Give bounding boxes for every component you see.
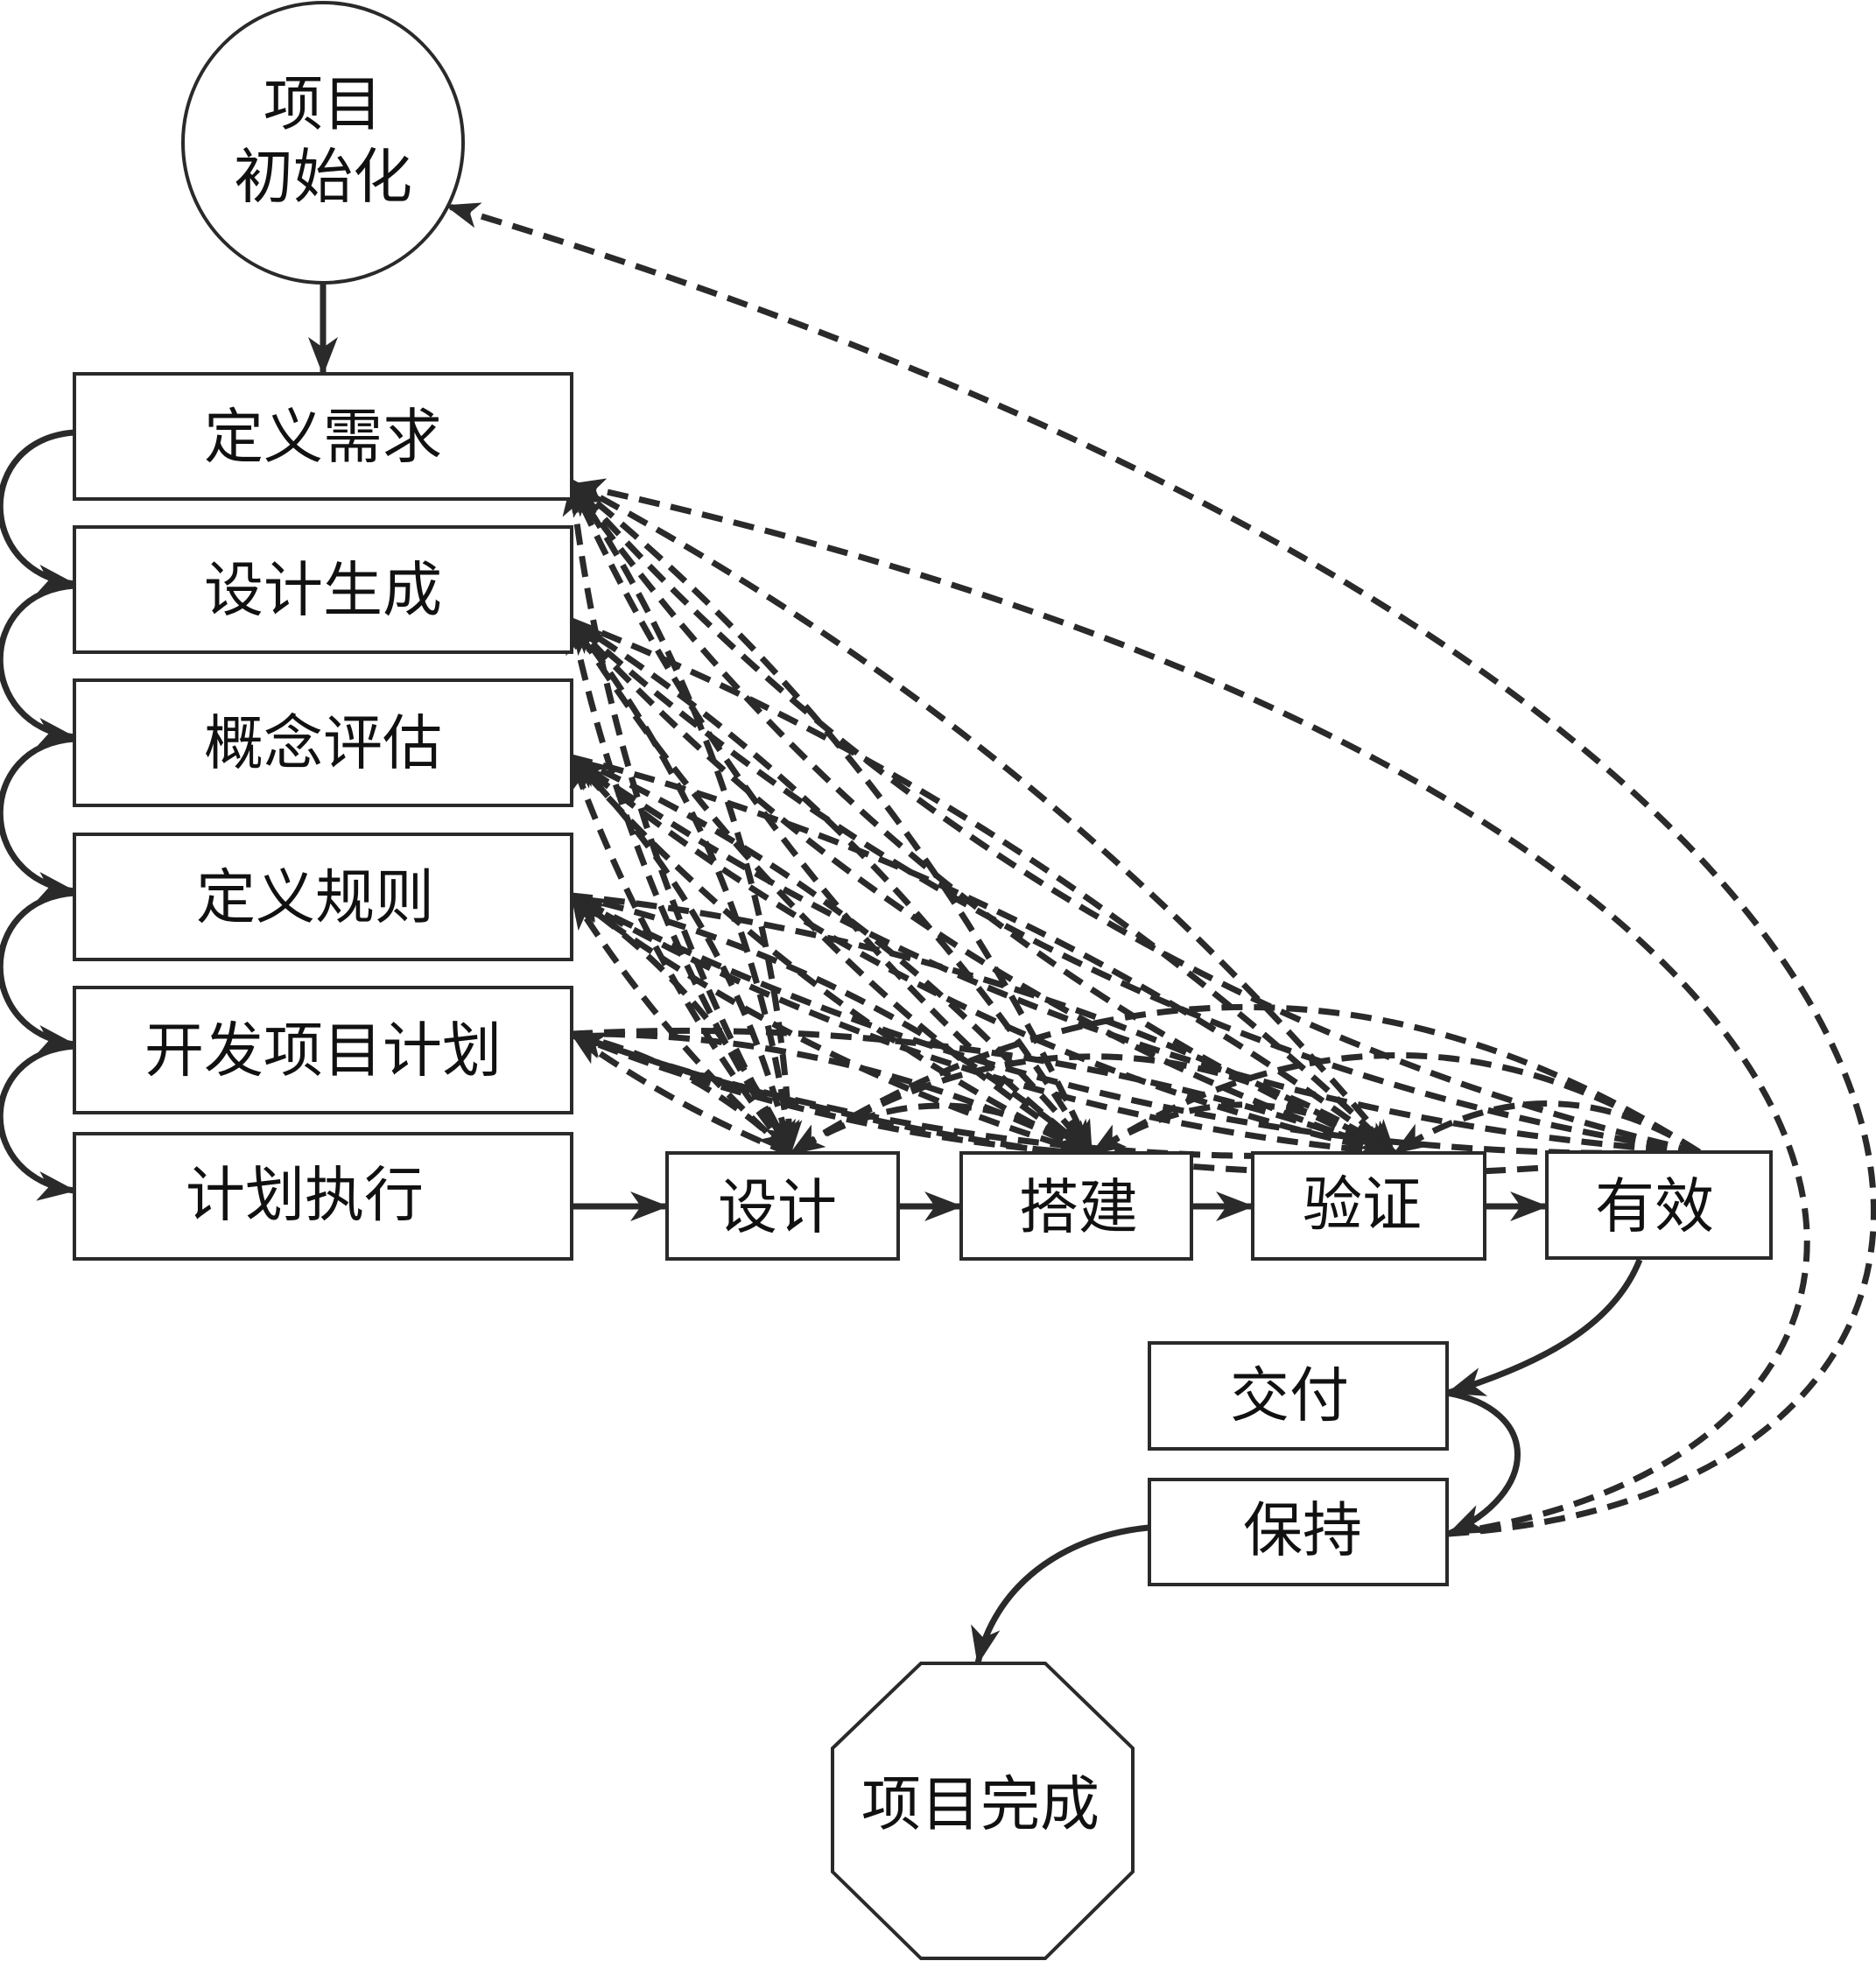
concept-evaluation-label: 概念评估 bbox=[204, 710, 442, 779]
define-rules-label: 定义规则 bbox=[196, 864, 434, 933]
maintain-box bbox=[1148, 1478, 1449, 1586]
feedback-arrow-validate-to-define-rules bbox=[570, 892, 1700, 1156]
feedback-arrow-validate-to-design-generation bbox=[569, 618, 1700, 1156]
start-label-line2: 初始化 bbox=[234, 144, 412, 213]
design-generation-label: 设计生成 bbox=[204, 557, 442, 626]
verify-label: 验证 bbox=[1303, 1171, 1422, 1241]
define-rules-box bbox=[73, 833, 573, 961]
node-maintain[interactable]: 保持 bbox=[1148, 1478, 1449, 1586]
define-requirements-box bbox=[73, 372, 573, 501]
plan-execution-box bbox=[73, 1132, 573, 1261]
node-plan-execution[interactable]: 计划执行 bbox=[73, 1132, 573, 1261]
design-generation-box bbox=[73, 525, 573, 654]
end-octagon bbox=[831, 1662, 1135, 1960]
rework-arrow-validate-to-build bbox=[1090, 1051, 1701, 1156]
feedback-arrow-build-to-concept-evaluation bbox=[569, 755, 1093, 1157]
node-validate[interactable]: 有效 bbox=[1545, 1150, 1773, 1260]
deliver-label: 交付 bbox=[1230, 1362, 1349, 1431]
feedforward-arrow-design-generation-to-build bbox=[570, 618, 1095, 1156]
feedforward-arrow-define-rules-to-build bbox=[571, 892, 1094, 1156]
long-feedback-arrow-maintain-to-define-requirements bbox=[570, 478, 1810, 1537]
feedforward-arrow-design-generation-to-design bbox=[569, 618, 800, 1156]
node-define-requirements[interactable]: 定义需求 bbox=[73, 372, 573, 501]
feedforward-arrow-define-requirements-to-verify bbox=[570, 479, 1397, 1156]
node-build[interactable]: 搭建 bbox=[959, 1151, 1193, 1261]
start-circle bbox=[181, 1, 465, 285]
rework-arrow-validate-to-verify bbox=[1393, 1100, 1701, 1156]
deliver-box bbox=[1148, 1341, 1449, 1451]
arrow-validate-to-deliver bbox=[1446, 1258, 1643, 1396]
arrow-maintain-to-end bbox=[971, 1524, 1149, 1665]
design-label: 设计 bbox=[718, 1174, 837, 1243]
define-requirements-label: 定义需求 bbox=[204, 404, 442, 473]
arrow-concept-evaluation-to-define-rules bbox=[0, 735, 76, 902]
design-box bbox=[665, 1151, 900, 1261]
feedforward-arrow-develop-project-plan-to-verify bbox=[571, 1027, 1396, 1156]
long-feedback-arrow-maintain-to-start bbox=[445, 202, 1876, 1537]
node-develop-project-plan[interactable]: 开发项目计划 bbox=[73, 986, 573, 1114]
node-verify[interactable]: 验证 bbox=[1251, 1151, 1486, 1261]
end-label: 项目完成 bbox=[861, 1771, 1100, 1840]
arrow-define-requirements-to-design-generation bbox=[0, 429, 76, 594]
develop-project-plan-label: 开发项目计划 bbox=[144, 1017, 502, 1086]
feedforward-arrow-concept-evaluation-to-design bbox=[569, 755, 796, 1156]
node-design[interactable]: 设计 bbox=[665, 1151, 900, 1261]
feedback-arrow-validate-to-develop-project-plan bbox=[570, 1030, 1700, 1177]
arrow-develop-project-plan-to-plan-execution bbox=[0, 1043, 76, 1201]
arrow-define-rules-to-develop-project-plan bbox=[0, 889, 76, 1055]
validate-label: 有效 bbox=[1595, 1173, 1714, 1242]
develop-project-plan-box bbox=[73, 986, 573, 1114]
feedforward-arrow-concept-evaluation-to-build bbox=[570, 754, 1094, 1156]
concept-evaluation-box bbox=[73, 678, 573, 807]
plan-execution-label: 计划执行 bbox=[186, 1162, 424, 1231]
build-box bbox=[959, 1151, 1193, 1261]
feedforward-arrow-define-rules-to-design bbox=[570, 893, 794, 1156]
feedback-arrow-design-to-design-generation bbox=[566, 619, 793, 1156]
feedback-arrow-verify-to-design-generation bbox=[569, 618, 1396, 1156]
node-deliver[interactable]: 交付 bbox=[1148, 1341, 1449, 1451]
feedforward-arrow-design-generation-to-verify bbox=[570, 617, 1397, 1156]
feedback-arrow-verify-to-define-rules bbox=[570, 892, 1395, 1156]
verify-box bbox=[1251, 1151, 1486, 1261]
maintain-label: 保持 bbox=[1243, 1497, 1362, 1566]
arrow-design-generation-to-concept-evaluation bbox=[0, 582, 76, 748]
feedforward-arrow-develop-project-plan-to-design bbox=[571, 1030, 793, 1156]
node-project-complete[interactable]: 项目完成 bbox=[831, 1662, 1135, 1960]
node-design-generation[interactable]: 设计生成 bbox=[73, 525, 573, 654]
validate-box bbox=[1545, 1150, 1773, 1260]
rework-arrow-validate-to-design bbox=[789, 1004, 1701, 1156]
solid-edges-layer bbox=[0, 284, 1643, 1665]
feedback-arrow-build-to-design-generation bbox=[569, 619, 1093, 1156]
feedback-arrow-verify-to-concept-evaluation bbox=[569, 755, 1395, 1156]
node-define-rules[interactable]: 定义规则 bbox=[73, 833, 573, 961]
rework-arrow-verify-to-design bbox=[789, 1053, 1396, 1156]
start-label-line1: 项目 bbox=[263, 71, 383, 140]
feedforward-arrow-concept-evaluation-to-verify bbox=[571, 754, 1397, 1156]
node-project-initialization[interactable]: 项目 初始化 bbox=[181, 1, 465, 285]
arrow-deliver-to-maintain bbox=[1446, 1389, 1521, 1537]
feedback-arrow-validate-to-define-requirements bbox=[569, 480, 1700, 1156]
feedback-arrow-build-to-define-requirements bbox=[568, 481, 1094, 1156]
feedforward-arrow-define-rules-to-verify bbox=[571, 892, 1396, 1156]
dashed-edges-layer bbox=[445, 202, 1876, 1537]
feedback-arrow-build-to-define-rules bbox=[569, 893, 1093, 1157]
node-concept-evaluation[interactable]: 概念评估 bbox=[73, 678, 573, 807]
build-label: 搭建 bbox=[1019, 1174, 1138, 1243]
feedback-arrow-design-to-concept-evaluation bbox=[568, 756, 793, 1156]
